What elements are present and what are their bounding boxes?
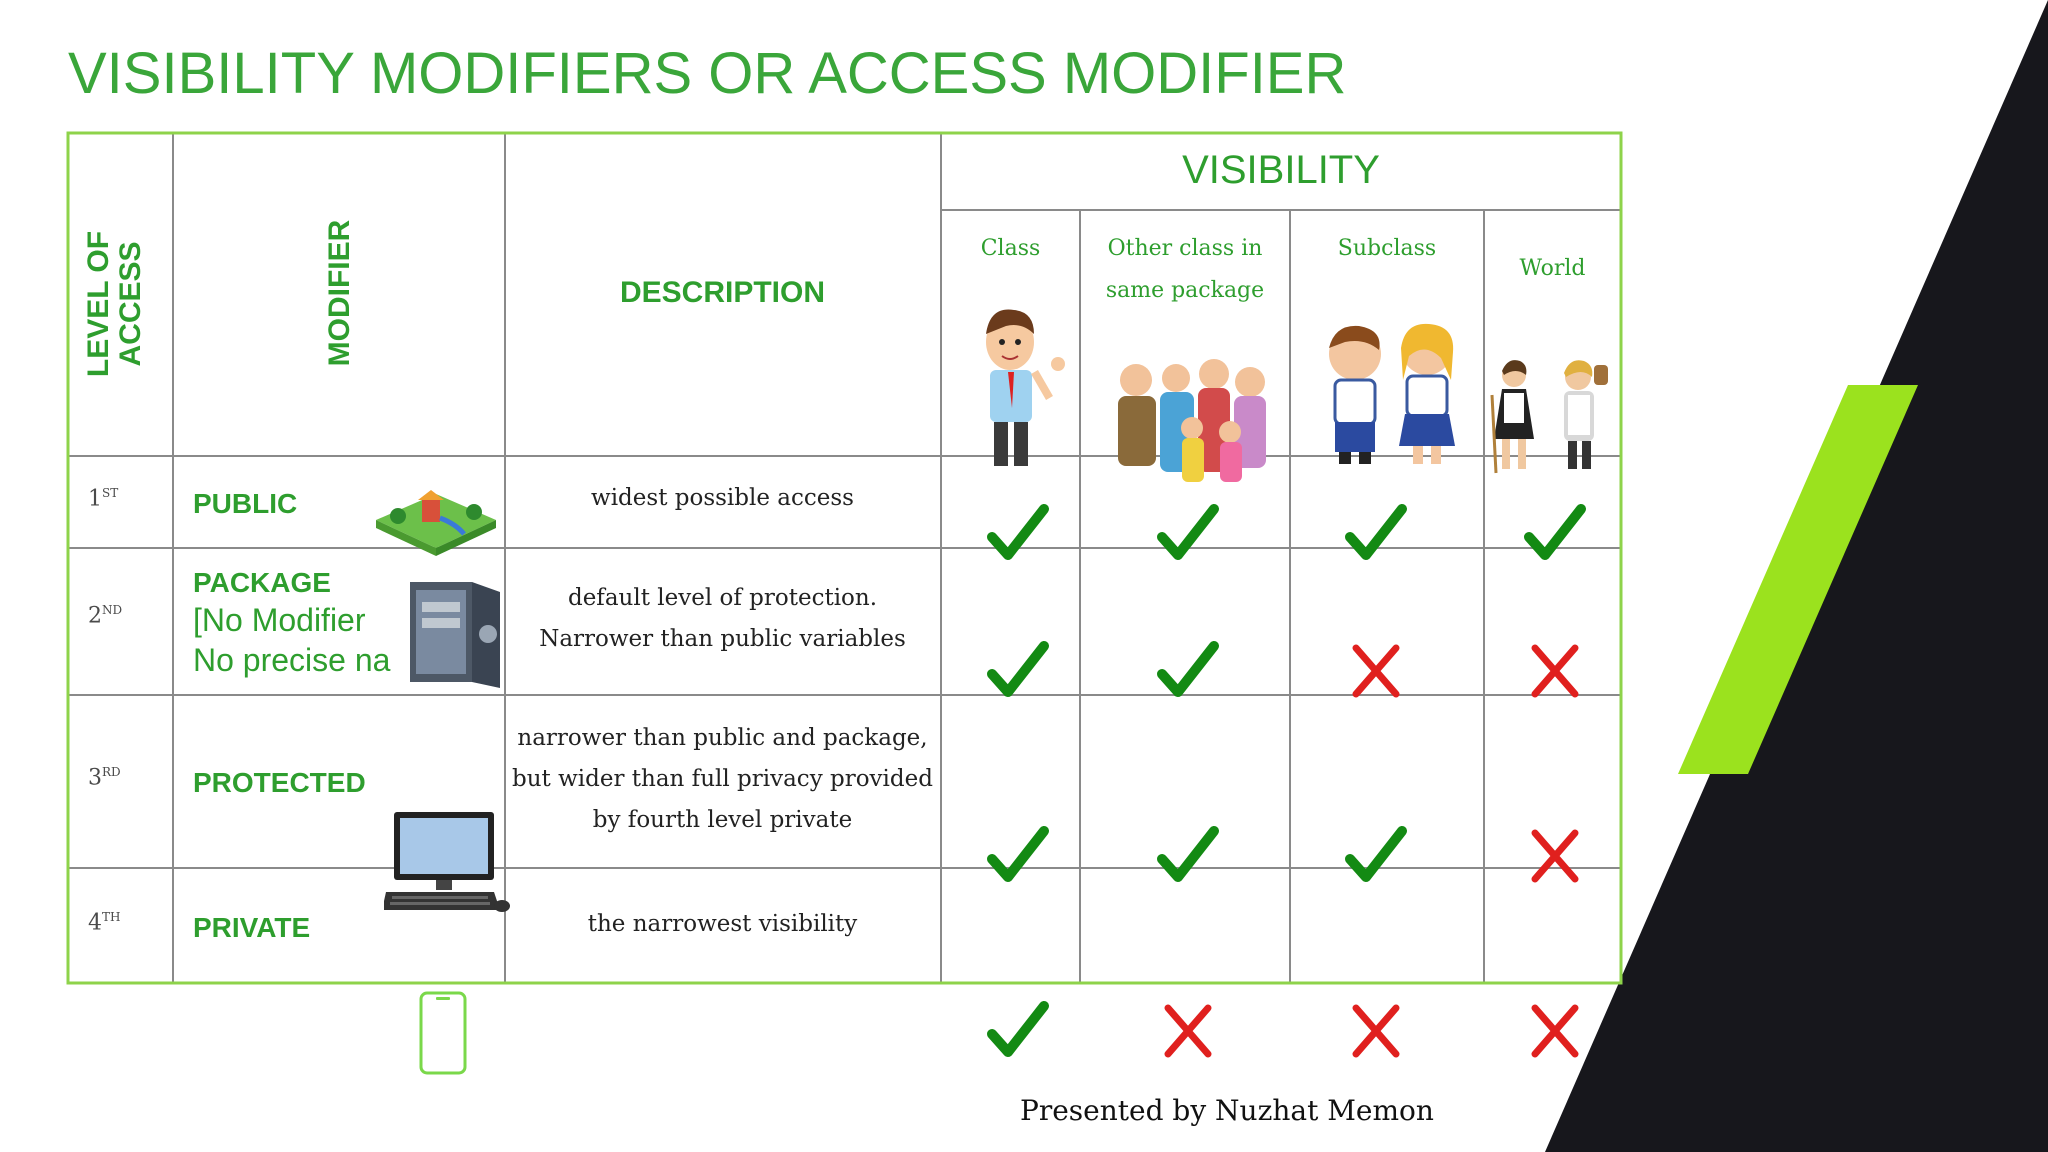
package-note-line1: [No Modifier — [193, 602, 366, 638]
level-suffix: ST — [102, 486, 119, 500]
level-number: 3 — [88, 765, 102, 791]
safe-icon — [404, 578, 504, 690]
desc-protected: narrower than public and package, but wi… — [505, 718, 940, 841]
modifier-public: PUBLIC — [193, 488, 298, 519]
slide-title: VISIBILITY MODIFIERS OR ACCESS MODIFIER — [68, 41, 1347, 106]
col-header-class: Class — [941, 228, 1080, 270]
header-level-of-access: LEVEL OF ACCESS — [82, 169, 147, 439]
modifier-package: PACKAGE — [193, 567, 331, 598]
col-header-other-line2: same package — [1105, 278, 1265, 303]
col-header-subclass-text: Subclass — [1337, 236, 1437, 261]
cross-icon — [1352, 644, 1400, 698]
workers-icon — [1490, 360, 1608, 474]
desc-line: widest possible access — [591, 485, 854, 511]
header-level-line2: ACCESS — [114, 241, 147, 367]
desc-line: default level of protection. — [567, 585, 878, 611]
desc-public: widest possible access — [505, 478, 940, 519]
col-header-other-class: Other class in same package — [1080, 228, 1290, 312]
level-number: 2 — [88, 603, 102, 629]
header-level-line1: LEVEL OF — [82, 230, 115, 378]
lime-accent-stripe — [1678, 385, 1918, 774]
family-group-icon — [1118, 359, 1266, 482]
modifier-private: PRIVATE — [193, 912, 311, 943]
level-suffix: RD — [102, 765, 121, 779]
cross-icon — [1164, 1004, 1212, 1058]
mobile-phone-icon — [419, 991, 467, 1075]
header-description: DESCRIPTION — [619, 276, 826, 309]
level-number: 4 — [88, 910, 102, 936]
desc-line: the narrowest visibility — [587, 911, 858, 937]
level-number: 1 — [88, 486, 102, 512]
col-header-world: World — [1484, 248, 1621, 290]
check-icon — [987, 504, 1049, 560]
school-kids-icon — [1329, 323, 1455, 464]
level-2: 2ND — [88, 603, 122, 628]
check-icon — [987, 826, 1049, 882]
cross-icon — [1531, 829, 1579, 883]
desc-line: narrower than public and package, — [517, 725, 928, 751]
level-1: 1ST — [88, 486, 118, 511]
check-icon — [987, 1001, 1049, 1057]
check-icon — [1345, 504, 1407, 560]
level-4: 4TH — [88, 910, 120, 935]
desc-package: default level of protection. Narrower th… — [505, 578, 940, 660]
package-note-line2: No precise na — [193, 642, 391, 678]
desktop-computer-icon — [384, 812, 510, 912]
boy-waving-icon — [986, 309, 1065, 466]
level-3: 3RD — [88, 765, 121, 790]
col-header-world-text: World — [1519, 256, 1586, 281]
check-icon — [987, 641, 1049, 697]
col-header-subclass: Subclass — [1290, 228, 1484, 270]
cross-icon — [1531, 1004, 1579, 1058]
desc-line: but wider than full privacy provided — [512, 766, 933, 792]
check-icon — [1157, 504, 1219, 560]
header-modifier: MODIFIER — [323, 219, 356, 367]
check-icon — [1157, 641, 1219, 697]
header-visibility: VISIBILITY — [1182, 148, 1380, 192]
modifier-protected: PROTECTED — [193, 767, 366, 798]
presenter-credit: Presented by Nuzhat Memon — [1020, 1094, 1434, 1127]
desc-line: Narrower than public variables — [539, 626, 906, 652]
col-header-other-line1: Other class in — [1107, 236, 1263, 261]
check-icon — [1524, 504, 1586, 560]
col-header-class-text: Class — [980, 236, 1041, 261]
desc-private: the narrowest visibility — [505, 904, 940, 945]
level-suffix: TH — [102, 910, 121, 924]
cross-icon — [1352, 1004, 1400, 1058]
check-icon — [1345, 826, 1407, 882]
check-icon — [1157, 826, 1219, 882]
cross-icon — [1531, 644, 1579, 698]
playground-icon — [376, 490, 496, 556]
level-suffix: ND — [102, 603, 123, 617]
desc-line: by fourth level private — [592, 807, 853, 833]
